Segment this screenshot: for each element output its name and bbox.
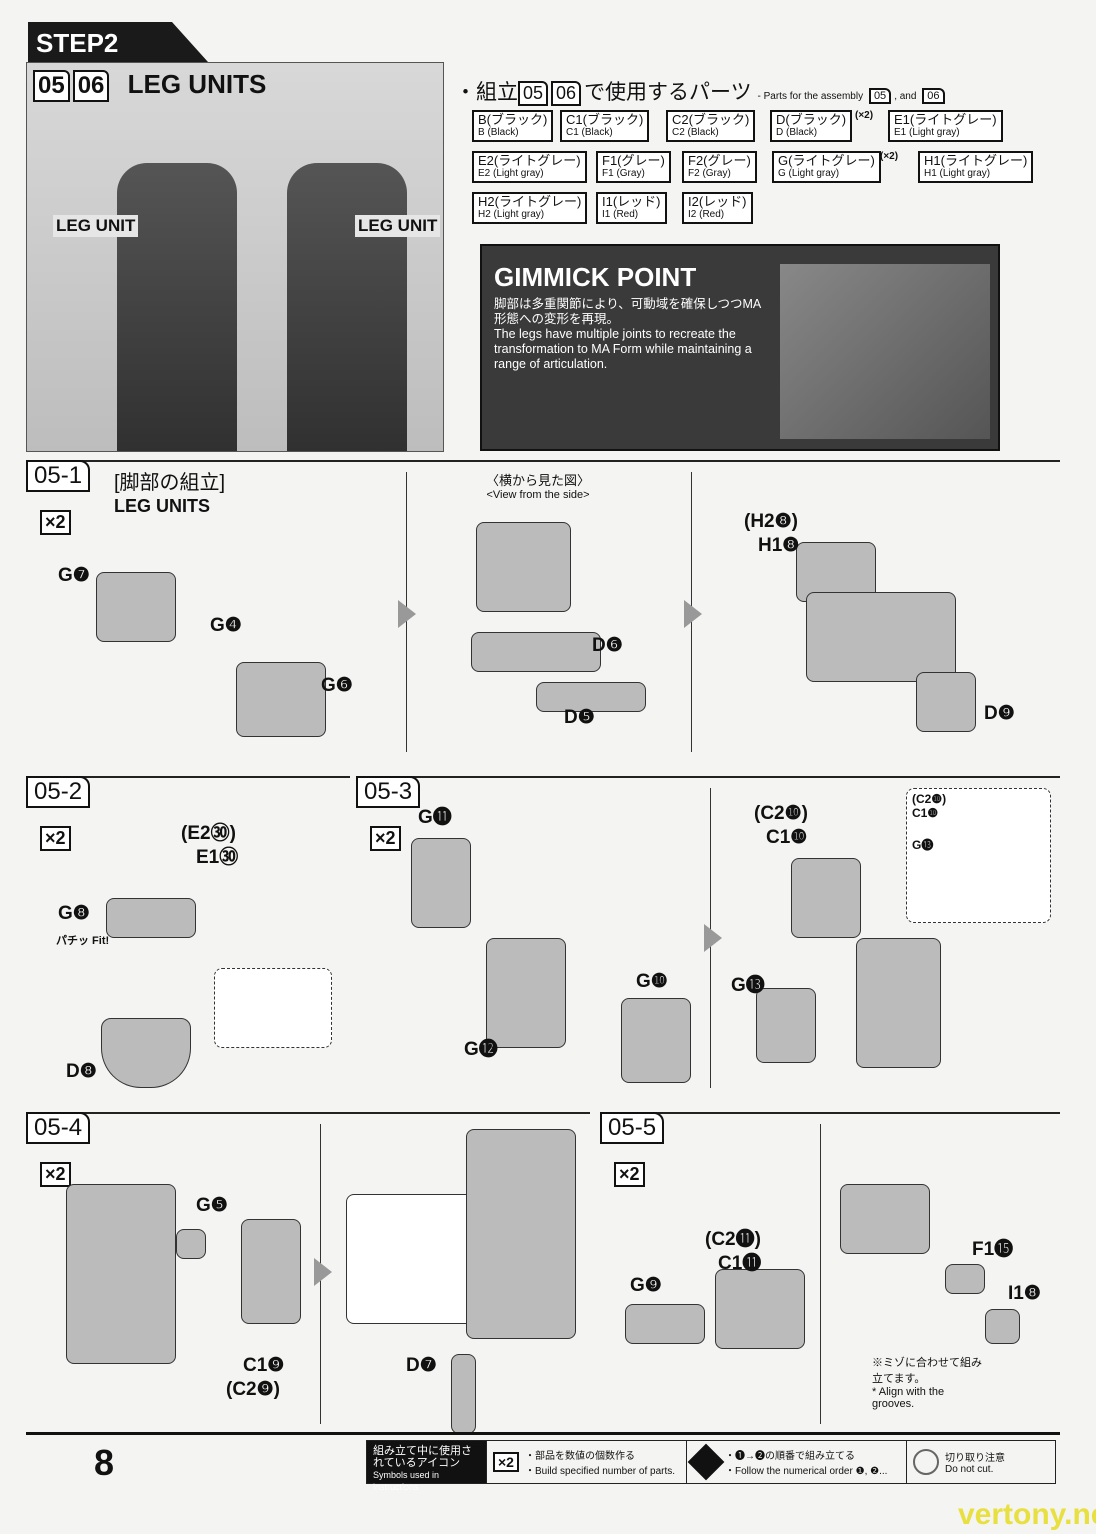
part-runner-11: I1(レッド)I1 (Red) — [596, 192, 667, 224]
part-runner-8: G(ライトグレー)G (Light gray) — [772, 151, 881, 183]
order-icon — [687, 1443, 725, 1481]
gimmick-point: GIMMICK POINT 脚部は多重関節により、可動域を確保しつつMA形態への… — [480, 244, 1000, 451]
watermark: vertony.net — [958, 1498, 1096, 1531]
part-runner-9: H1(ライトグレー)H1 (Light gray) — [918, 151, 1034, 183]
step-05-4: 05-4 ×2 G❺ C1❾ (C2❾) D❼ — [26, 1112, 590, 1434]
step-05-2: 05-2 ×2 (E2㉚) E1㉚ G❽ D❽ パチッ Fit! — [26, 776, 350, 1094]
leg-unit-label: LEG UNIT — [53, 215, 139, 237]
part-runner-0: B(ブラック)B (Black) — [472, 110, 554, 142]
assembly-number: 06 — [72, 70, 110, 102]
gimmick-text-jp: 脚部は多重関節により、可動域を確保しつつMA形態への変形を再現。 — [494, 297, 762, 326]
part-runner-7: F2(グレー)F2 (Gray) — [682, 151, 757, 183]
page-number: 8 — [94, 1442, 115, 1483]
part-runner-5: E2(ライトグレー)E2 (Light gray) — [472, 151, 587, 183]
part-runner-6: F1(グレー)F1 (Gray) — [596, 151, 671, 183]
step-label: STEP2 — [28, 22, 208, 62]
part-runner-1: C1(ブラック)C1 (Black) — [560, 110, 650, 142]
part-runner-4: E1(ライトグレー)E1 (Light gray) — [888, 110, 1003, 142]
assembly-number: 05 — [33, 70, 70, 102]
part-runner-12: I2(レッド)I2 (Red) — [682, 192, 753, 224]
part-runner-3: D(ブラック)D (Black) — [770, 110, 853, 142]
gimmick-title: GIMMICK POINT — [494, 262, 697, 292]
leg-illustration — [287, 163, 407, 451]
quantity-note: (×2) — [855, 110, 874, 121]
step-05-1: 05-1 [脚部の組立] LEG UNITS ×2 〈横から見た図〉<View … — [26, 460, 1060, 752]
part-runner-2: C2(ブラック)C2 (Black) — [666, 110, 756, 142]
no-cut-icon — [913, 1449, 939, 1475]
x2-icon: ×2 — [40, 510, 71, 535]
part-runner-10: H2(ライトグレー)H2 (Light gray) — [472, 192, 588, 224]
leg-illustration — [117, 163, 237, 451]
gimmick-photo — [780, 264, 990, 439]
gimmick-text-en: The legs have multiple joints to recreat… — [494, 327, 752, 371]
quantity-note: (×2) — [880, 151, 899, 162]
leg-unit-label: LEG UNIT — [355, 215, 441, 237]
section-title: LEG UNITS — [127, 69, 267, 99]
step-05-5: 05-5 ×2 (C2⓫) C1⓫ G❾ F1⓯ I1❽ ※ミゾに合わせて組み立… — [600, 1112, 1060, 1434]
